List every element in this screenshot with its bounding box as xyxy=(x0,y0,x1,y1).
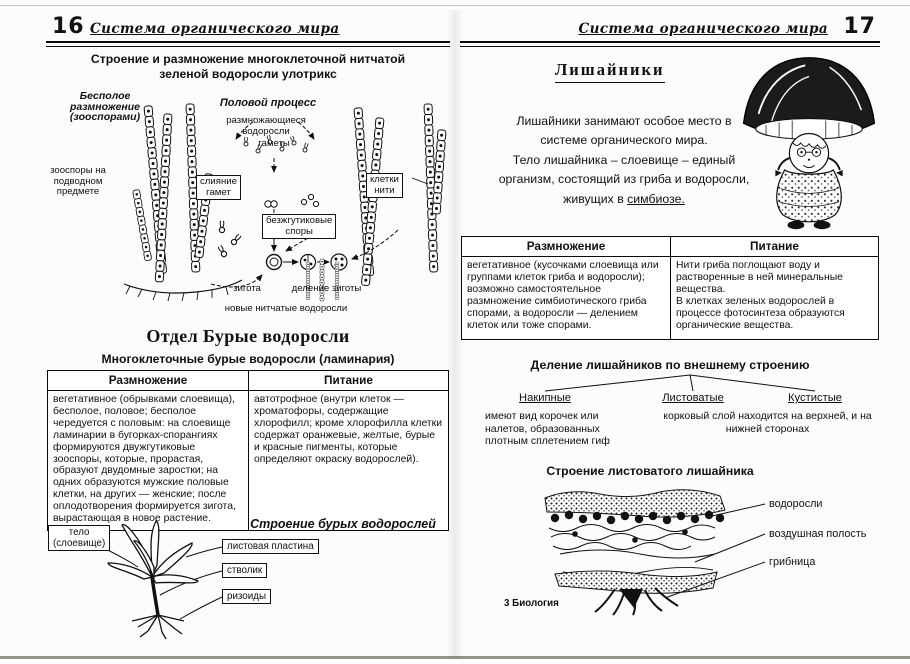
label-zygote-division: деление зиготы xyxy=(291,283,362,294)
header-rule-right xyxy=(460,41,880,47)
header-rule-left xyxy=(46,41,450,47)
type-foliose: Листоватые xyxy=(662,392,724,404)
label-leaf-blade: листовая пластина xyxy=(222,539,319,554)
foliose-fruticose-description: корковый слой находится на верхней, и на… xyxy=(663,410,872,435)
cell-nutrition-text: автотрофное (внутри клеток — хроматофоры… xyxy=(248,391,448,530)
column-header-nutrition-right: Питание xyxy=(670,237,878,257)
page-gutter xyxy=(447,10,463,658)
label-air-cavity: воздушная полость xyxy=(769,528,867,540)
label-new-filaments: новые нитчатые водоросли xyxy=(224,303,348,314)
lichen-cross-section xyxy=(544,489,766,616)
page-edge-bottom xyxy=(0,656,910,659)
label-zoospores: зооспоры на подводном предмете xyxy=(50,165,106,198)
mushroom-character-illustration xyxy=(742,57,876,230)
label-zygote: зигота xyxy=(233,283,261,294)
brown-algae-heading: Отдел Бурые водоросли xyxy=(146,326,350,346)
label-gamete-fusion: слияние гамет xyxy=(196,175,241,201)
label-mycelium: грибница xyxy=(769,556,816,568)
column-header-reproduction-right: Размножение xyxy=(462,237,670,257)
label-sexual-process: Половой процесс xyxy=(219,97,317,109)
page-number-left: 16 xyxy=(52,14,85,39)
lichens-table: Размножение Питание вегетативное (кусочк… xyxy=(461,236,879,340)
label-nonflagellate-spores: безжгутиковые споры xyxy=(262,214,337,240)
lichen-structure: водоросли воздушная полость грибница xyxy=(515,482,880,617)
type-fruticose: Кустистые xyxy=(788,392,842,404)
page-number-right: 17 xyxy=(843,14,876,39)
brown-algae-structure: Строение бурых водорослей тело (слоевище… xyxy=(46,517,450,652)
lichens-title: Лишайники xyxy=(555,60,665,83)
label-reproducing-algae: размножающиеся водоросли xyxy=(226,115,306,137)
laminaria-drawing xyxy=(91,520,223,640)
ulothrix-title: Строение и размножение многоклеточной ни… xyxy=(90,52,406,81)
label-rhizoids: ризоиды xyxy=(222,589,271,604)
column-header-reproduction: Размножение xyxy=(48,371,248,391)
classification-title: Деление лишайников по внешнему строению xyxy=(530,358,810,372)
symbiosis-term: симбиозе. xyxy=(627,191,685,206)
brown-algae-table: Размножение Питание вегетативное (обрывк… xyxy=(47,370,449,531)
label-thallus-body: тело (слоевище) xyxy=(48,525,111,551)
cell-lichen-reproduction: вегетативное (кусочками слоевища или гру… xyxy=(467,260,659,331)
cell-reproduction-text: вегетативное (обрывками слоевища), беспо… xyxy=(53,394,236,525)
page-right: Система органического мира 17 Лишайники … xyxy=(460,12,880,656)
crustose-description: имеют вид корочек или налетов, образован… xyxy=(485,410,610,447)
brown-algae-structure-title: Строение бурых водорослей xyxy=(250,517,436,531)
label-gametes: гаметы xyxy=(258,138,290,149)
lichens-intro: Лишайники занимают особое место в систем… xyxy=(498,92,750,209)
lichen-structure-title: Строение листоватого лишайника xyxy=(546,464,754,478)
lichens-intro-text: Лишайники занимают особое место в систем… xyxy=(498,113,750,206)
label-asexual-reproduction: Бесполое размножение (зооспорами) xyxy=(69,90,141,124)
label-algae-layer: водоросли xyxy=(769,498,823,510)
print-signature: 3 Биология xyxy=(504,598,559,609)
type-crustose: Накипные xyxy=(519,392,571,404)
page-header-right: Система органического мира xyxy=(578,21,828,37)
page-left: 16 Система органического мира Строение и… xyxy=(46,12,450,656)
cell-lichen-nutrition: Нити гриба поглощают воду и растворенные… xyxy=(670,257,878,339)
brown-algae-subheading: Многоклеточные бурые водоросли (ламинари… xyxy=(101,352,395,366)
column-header-nutrition: Питание xyxy=(248,371,448,391)
label-thread-cells: клетки нити xyxy=(366,173,403,199)
page-header-left: Система органического мира xyxy=(90,21,340,37)
ulothrix-diagram: Бесполое размножение (зооспорами) Полово… xyxy=(46,78,450,325)
classification-branch-lines xyxy=(544,374,816,392)
page-edge-top xyxy=(0,5,910,6)
label-stem: стволик xyxy=(222,563,268,578)
